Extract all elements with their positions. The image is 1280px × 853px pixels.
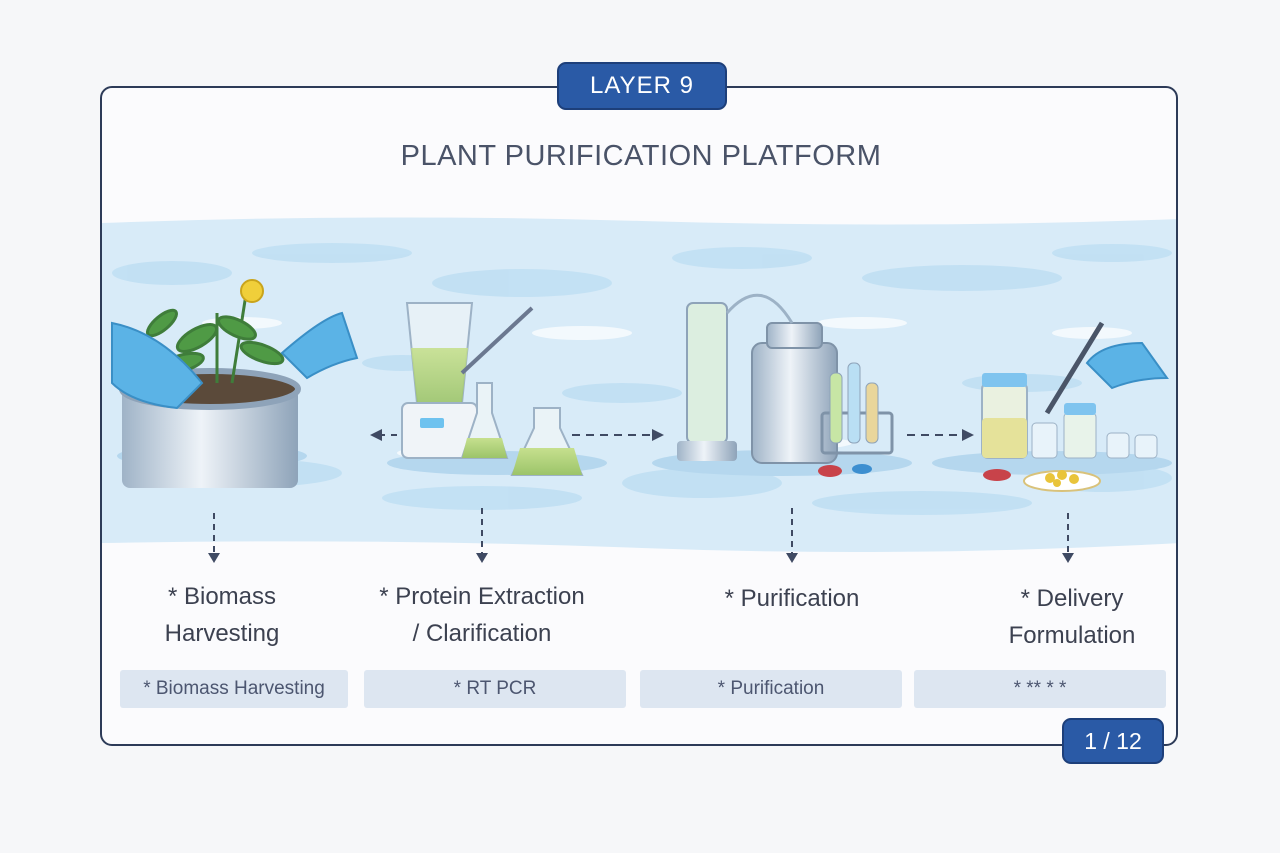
- column-vessel-icon: [652, 293, 912, 477]
- chip-masked: * ** * *: [914, 670, 1166, 708]
- plant-pot-gloves-icon: [111, 279, 359, 488]
- chip-purification: * Purification: [640, 670, 902, 708]
- chip-rt-pcr: * RT PCR: [364, 670, 626, 708]
- chip-biomass-harvesting: * Biomass Harvesting: [120, 670, 348, 708]
- diagram-frame: PLANT PURIFICATION PLATFORM: [100, 86, 1178, 746]
- diagram-title: PLANT PURIFICATION PLATFORM: [400, 140, 882, 172]
- stage-label-purification: * Purification: [724, 585, 860, 612]
- stage-label-extraction: * Protein Extraction/ Clarification: [379, 583, 585, 647]
- process-illustration: [102, 217, 1176, 563]
- vials-pipette-icon: [932, 321, 1172, 492]
- layer-badge: LAYER 9: [557, 62, 727, 110]
- pagination-badge[interactable]: 1 / 12: [1062, 718, 1164, 764]
- blender-flasks-icon: [387, 302, 607, 476]
